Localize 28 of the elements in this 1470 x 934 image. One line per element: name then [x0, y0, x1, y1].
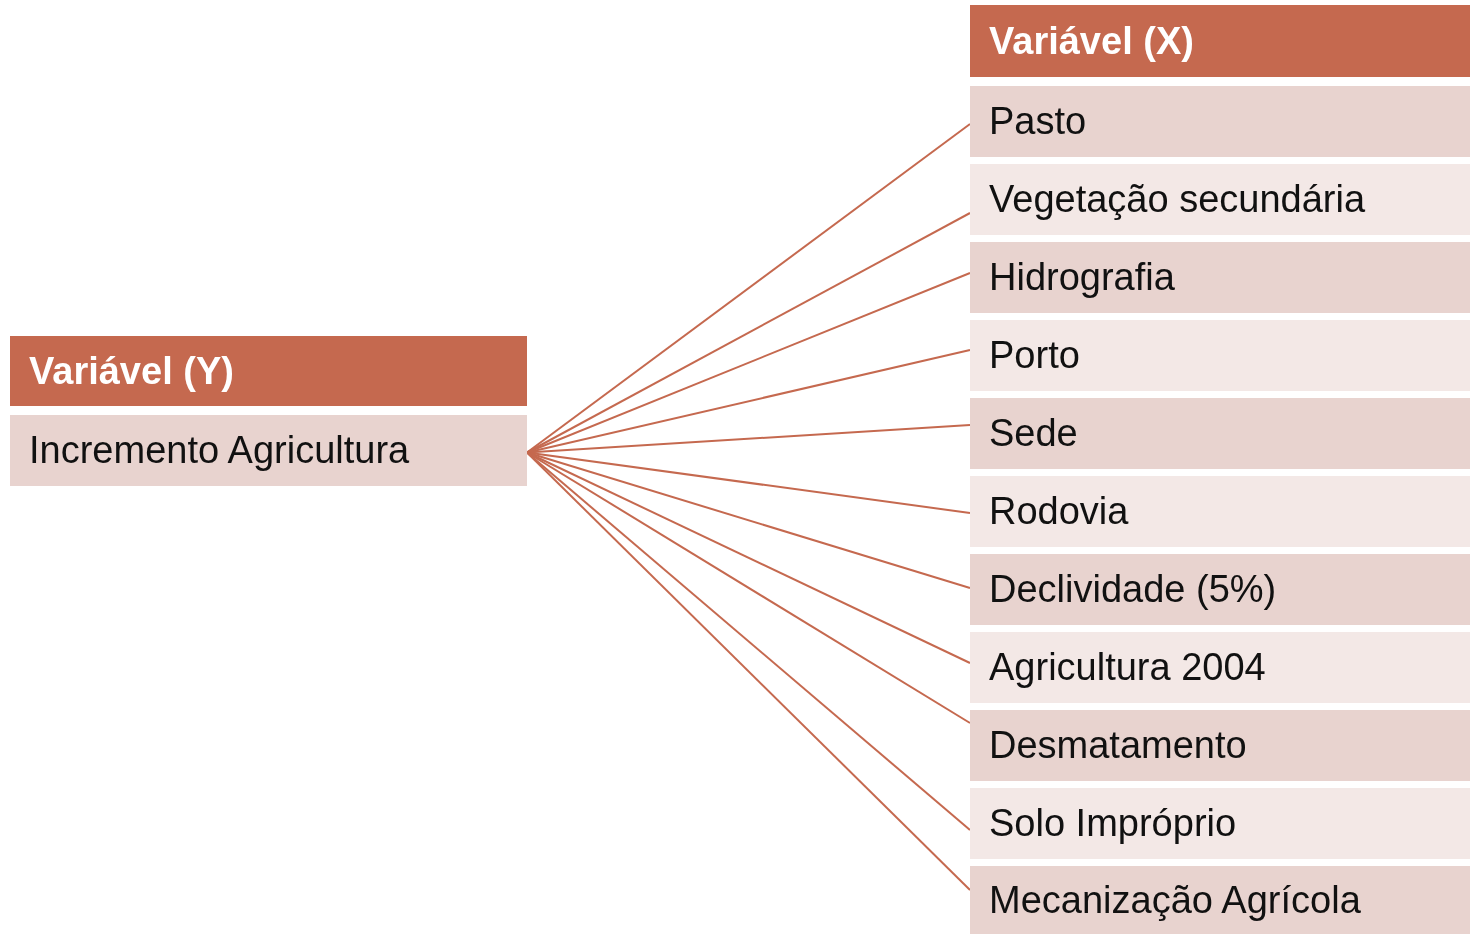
- table-cell: [970, 710, 1470, 781]
- table-cell: [970, 632, 1470, 703]
- cell-text: Mecanização Agrícola: [989, 878, 1361, 922]
- table-cell: [970, 788, 1470, 859]
- cell-text: Vegetação secundária: [989, 178, 1366, 221]
- table-cell: [970, 866, 1470, 934]
- cell-text: Rodovia: [989, 490, 1129, 533]
- cell-text: Pasto: [989, 100, 1087, 143]
- cell-text: Porto: [989, 334, 1080, 377]
- header-cell: [10, 336, 527, 406]
- cell-text: Variável (Y): [29, 349, 234, 393]
- cell-text: Declividade (5%): [989, 568, 1277, 611]
- table-cell: [970, 86, 1470, 157]
- cell-text: Solo Impróprio: [989, 802, 1237, 845]
- header-cell: [970, 5, 1470, 77]
- table-cell: [970, 164, 1470, 235]
- cell-text: Hidrografia: [989, 256, 1175, 299]
- cell-text: Incremento Agricultura: [29, 429, 410, 472]
- table-cell: [970, 554, 1470, 625]
- table-cell: [970, 398, 1470, 469]
- cell-text: Desmatamento: [989, 724, 1247, 767]
- table-cell: [970, 242, 1470, 313]
- cell-text: Variável (X): [989, 19, 1194, 63]
- cell-text: Agricultura 2004: [989, 646, 1266, 689]
- table-cell: [970, 476, 1470, 547]
- table-cell: [970, 320, 1470, 391]
- cell-text: Sede: [989, 412, 1078, 455]
- table-cell: [10, 415, 527, 486]
